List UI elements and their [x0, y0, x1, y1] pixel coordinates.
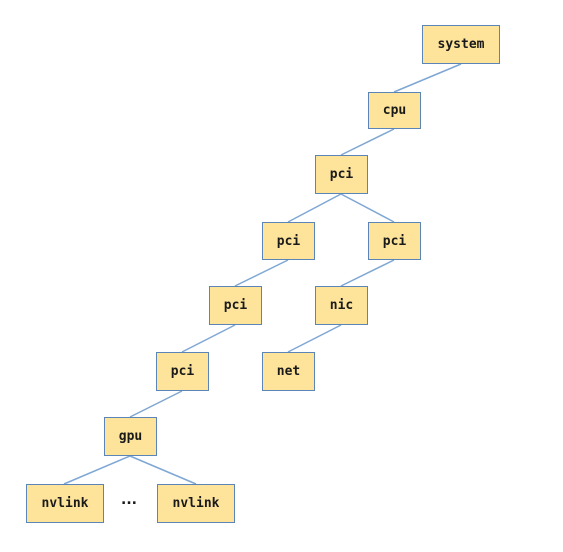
node-pci-left-3: pci [156, 352, 209, 391]
node-pci-root: pci [315, 155, 368, 194]
node-nvlink-1: nvlink [26, 484, 104, 523]
edge-pci-nic [340, 259, 395, 287]
node-gpu: gpu [104, 417, 157, 456]
edge-pci-pci-left3 [181, 324, 236, 353]
edge-pci-gpu [129, 390, 183, 418]
node-pci-left-2: pci [209, 286, 262, 325]
edge-pci-pci-left [287, 193, 342, 223]
node-net: net [262, 352, 315, 391]
node-pci-left-1: pci [262, 222, 315, 260]
node-nic: nic [315, 286, 368, 325]
ellipsis-label: ... [121, 492, 137, 508]
edge-gpu-nvlink1 [63, 455, 131, 485]
edge-nic-net [287, 324, 342, 353]
node-nvlink-2: nvlink [157, 484, 235, 523]
node-system: system [422, 25, 500, 64]
edge-system-cpu [393, 63, 462, 93]
node-cpu: cpu [368, 92, 421, 129]
edge-pci-pci-right [340, 193, 395, 223]
edge-pci-pci-left2 [234, 259, 289, 287]
node-pci-right: pci [368, 222, 421, 260]
edge-gpu-nvlink2 [129, 455, 197, 485]
edge-cpu-pci [340, 128, 395, 156]
